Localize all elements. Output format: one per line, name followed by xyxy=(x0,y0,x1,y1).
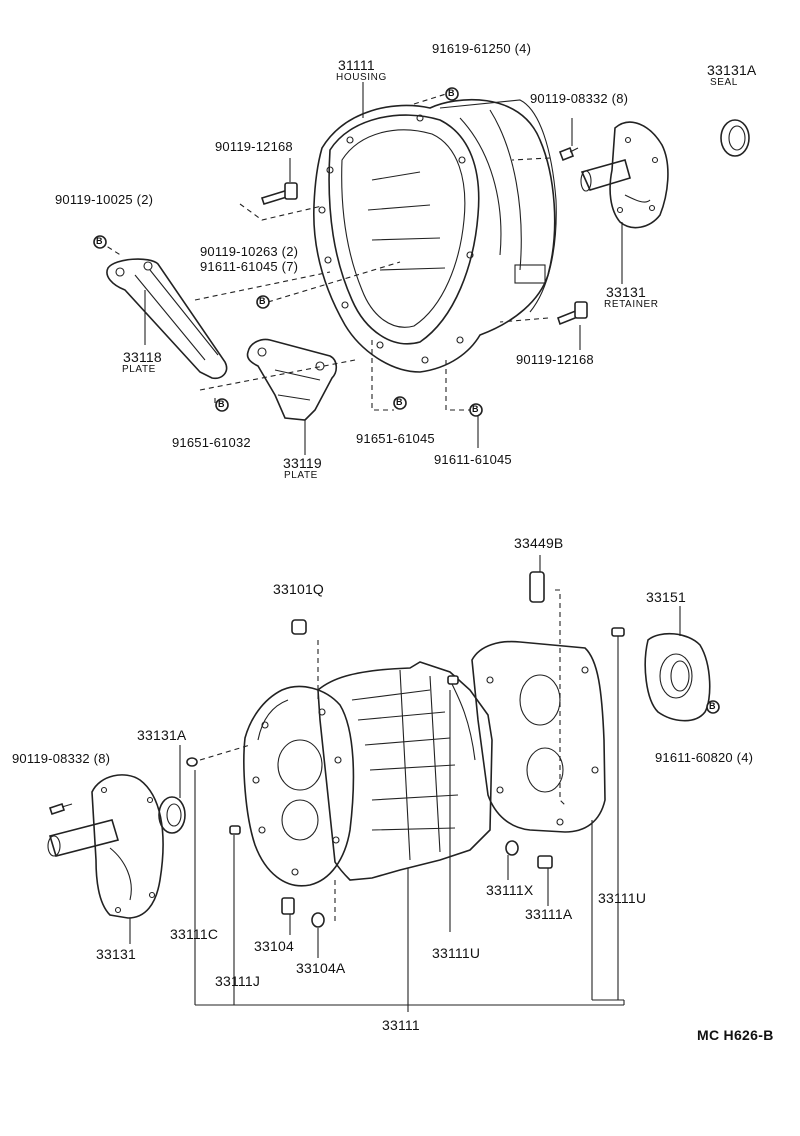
intermediate-plate xyxy=(471,640,606,833)
bolt-markers-top xyxy=(93,87,483,417)
label-33101q: 33101Q xyxy=(273,581,325,597)
label-91611-61045: 91611-61045 xyxy=(434,452,512,467)
label-33111a: 33111A xyxy=(525,906,573,922)
bolt-marker-bottom xyxy=(706,700,720,714)
bolt-90119-08332-top xyxy=(558,118,579,162)
label-plate-b: PLATE xyxy=(284,470,318,481)
bolt-marker-b: B xyxy=(396,397,403,407)
label-90119-12168-b: 90119-12168 xyxy=(516,352,594,367)
leaders-top xyxy=(99,82,623,448)
label-retainer: RETAINER xyxy=(604,299,659,310)
label-91611-60820: 91611-60820 (4) xyxy=(655,750,754,765)
label-seal: SEAL xyxy=(710,77,738,88)
label-33111u-mid: 33111U xyxy=(432,945,481,961)
label-housing: HOUSING xyxy=(336,72,387,83)
plate-33119 xyxy=(246,338,338,455)
retainer-bottom xyxy=(47,774,164,919)
label-91611-61045-7: 91611-61045 (7) xyxy=(200,259,299,274)
front-case-flange xyxy=(243,685,355,887)
bolt-marker-b: B xyxy=(218,399,225,409)
label-33104: 33104 xyxy=(254,938,294,954)
label-91619-61250: 91619-61250 (4) xyxy=(432,41,532,56)
label-33119: 33119 xyxy=(283,455,322,471)
label-33104a: 33104A xyxy=(296,960,346,976)
label-33131-bottom: 33131 xyxy=(96,946,136,962)
label-33111-bottom: 33111 xyxy=(382,1017,420,1033)
retainer-top xyxy=(580,121,669,229)
label-33131a-top: 33131A xyxy=(707,62,757,78)
label-33111j: 33111J xyxy=(215,973,261,989)
transmission-case xyxy=(317,661,493,881)
label-90119-10025: 90119-10025 (2) xyxy=(55,192,154,207)
label-31111-top: 31111 xyxy=(338,57,375,73)
label-33449b: 33449B xyxy=(514,535,564,551)
leaders-bottom xyxy=(129,555,681,1012)
bolt-marker-b: B xyxy=(259,296,266,306)
label-91651-61032: 91651-61032 xyxy=(172,435,251,450)
label-33111c: 33111C xyxy=(170,926,219,942)
bolt-marker-b: B xyxy=(96,236,103,246)
label-90119-08332-bottom: 90119-08332 (8) xyxy=(12,751,111,766)
bolt-90119-12168-a xyxy=(260,158,298,205)
label-plate-a: PLATE xyxy=(122,364,156,375)
label-33131-top: 33131 xyxy=(606,284,646,300)
label-90119-12168-a: 90119-12168 xyxy=(215,139,293,154)
bolt-90119-12168-b xyxy=(557,301,588,350)
seal-top xyxy=(720,119,750,157)
bolt-marker-b: B xyxy=(448,88,455,98)
small-parts-bottom xyxy=(48,571,625,928)
label-90119-10263: 90119-10263 (2) xyxy=(200,244,299,259)
label-33111x: 33111X xyxy=(486,882,534,898)
bearing-retainer-33151 xyxy=(644,632,711,722)
label-33131a-bottom: 33131A xyxy=(137,727,187,743)
plate-33118 xyxy=(106,258,228,380)
label-33151: 33151 xyxy=(646,589,686,605)
label-33118: 33118 xyxy=(123,349,162,365)
seal-bottom xyxy=(158,796,186,834)
label-90119-08332-top: 90119-08332 (8) xyxy=(530,91,629,106)
clutch-housing-top xyxy=(313,98,557,373)
bolt-marker-b: B xyxy=(709,701,716,711)
diagram-code: MC H626-B xyxy=(697,1027,774,1043)
label-91651-61045: 91651-61045 xyxy=(356,431,435,446)
label-33111u-right: 33111U xyxy=(598,890,647,906)
bolt-marker-b: B xyxy=(472,404,479,414)
